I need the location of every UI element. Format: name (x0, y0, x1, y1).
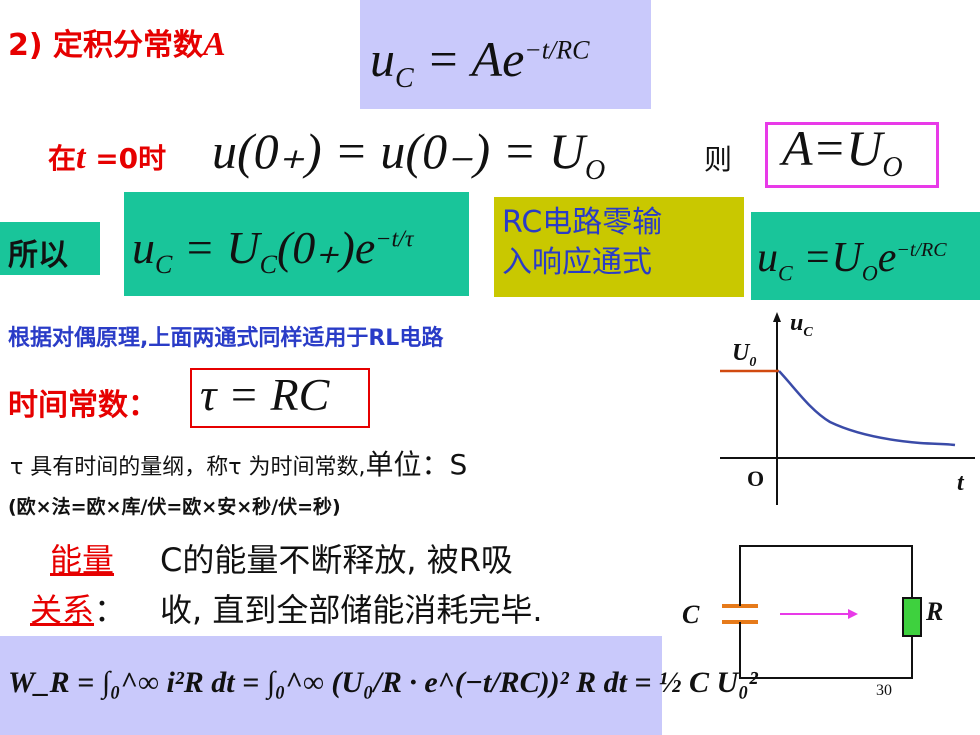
energy-formula-box: W_R = ∫₀^∞ i²R dt = ∫₀^∞ (U₀/R · e^(−t/R… (0, 636, 758, 735)
circuit-r-label: R (926, 597, 944, 626)
rc-formula: uC =UOe−t/RC (757, 235, 947, 286)
rl-note: 根据对偶原理,上面两通式同样适用于RL电路 (8, 326, 444, 351)
rc-general-line1: RC电路零输 (502, 205, 663, 240)
circuit-c-label: C (682, 600, 700, 629)
time-constant-formula: τ = RC (200, 369, 330, 420)
decay-curve (778, 370, 956, 447)
y-axis-arrow (773, 312, 781, 322)
main-formula: uC = Ae−t/RC (370, 31, 590, 94)
page-number: 30 (876, 682, 892, 699)
units-line1: τ 具有时间的量纲，称τ 为时间常数,单位：S (10, 448, 468, 481)
energy-label-1: 能量 (50, 541, 115, 579)
time-constant-label: 时间常数： (8, 388, 158, 423)
graph-y-label: uC (790, 310, 813, 340)
graph-u0-label: U0 (732, 340, 757, 370)
so-label: 所以 (8, 238, 68, 273)
section-number: 2) (8, 28, 43, 63)
so-formula: uC = UC(0₊)e−t/τ (132, 222, 414, 280)
energy-formula: W_R = ∫₀^∞ i²R dt = ∫₀^∞ (U₀/R · e^(−t/R… (8, 666, 758, 699)
units-line2: (欧×法=欧×库/伏=欧×安×秒/伏=秒) (8, 496, 341, 518)
so-label-box: 所以 (0, 222, 100, 275)
rc-general-text: RC电路零输 入响应通式 (502, 203, 662, 283)
rc-formula-box: uC =UOe−t/RC (751, 212, 980, 300)
energy-line1: C的能量不断释放, 被R吸 (160, 541, 513, 579)
rc-circuit (722, 545, 922, 679)
graph-origin: O (747, 466, 765, 491)
main-formula-box: uC = Ae−t/RC (360, 0, 651, 109)
section-title-text: 定积分常数 (53, 28, 204, 63)
then-label: 则 (704, 143, 733, 176)
rc-general-line2: 入响应通式 (502, 245, 652, 280)
section-title: 2) 定积分常数A (8, 20, 226, 64)
time-constant-box: τ = RC (190, 368, 370, 428)
so-formula-box: uC = UC(0₊)e−t/τ (124, 192, 469, 296)
rc-general-box: RC电路零输 入响应通式 (494, 197, 744, 297)
circuit-bottom-wire (739, 635, 913, 679)
section-var: A (203, 26, 226, 63)
current-arrow-head (848, 609, 858, 619)
energy-label-2: 关系： (30, 591, 127, 629)
graph-x-label: t (957, 470, 964, 496)
initial-expression: u(0₊) = u(0₋) = UO (212, 123, 606, 186)
initial-label: 在t =0时 (48, 139, 167, 176)
circuit-top-wire (739, 545, 913, 600)
result-box: A=UO (765, 120, 939, 188)
resistor (902, 597, 922, 637)
energy-line2: 收, 直到全部储能消耗完毕. (160, 591, 543, 629)
result-formula: A=UO (782, 120, 903, 183)
decay-graph (720, 312, 975, 505)
